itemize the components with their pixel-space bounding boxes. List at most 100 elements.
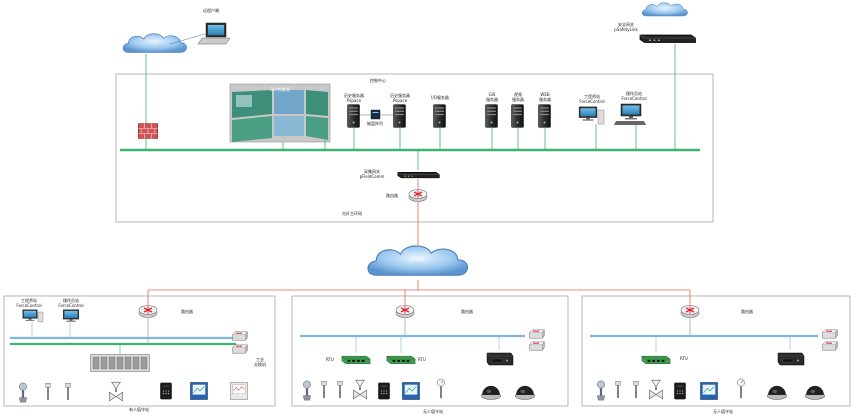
station-3-camera-1 bbox=[766, 385, 788, 400]
comm-gateway-device[interactable] bbox=[397, 171, 440, 179]
eng-station-label-2: ForceControl bbox=[579, 99, 605, 104]
station-1-pressure-sensor bbox=[18, 382, 28, 403]
remote-link bbox=[169, 33, 206, 45]
safety-gateway-device[interactable] bbox=[639, 34, 697, 44]
station-2-caption: 无人值守站 bbox=[423, 409, 443, 414]
station-2-switch-b[interactable] bbox=[529, 341, 545, 351]
station-3-switch-a[interactable] bbox=[822, 329, 838, 339]
station-2-rtu-2[interactable] bbox=[386, 355, 416, 365]
station-1-router-label: 路由器 bbox=[181, 309, 193, 314]
station-3-camera-2 bbox=[804, 385, 826, 400]
station-3-router-label: 路由器 bbox=[741, 309, 753, 314]
history-server-1[interactable] bbox=[347, 104, 360, 128]
station-1-plc[interactable] bbox=[90, 354, 150, 372]
station-3-meter bbox=[700, 382, 718, 400]
gis-server-label-2: 服务器 bbox=[486, 97, 498, 102]
station-1-panel bbox=[160, 382, 172, 400]
station-3-router[interactable] bbox=[680, 304, 700, 318]
station-2-camera-2 bbox=[514, 385, 536, 400]
station-2-valve bbox=[352, 379, 368, 400]
station-3-switch-b[interactable] bbox=[822, 341, 838, 351]
station-1-switch-label-2: 交换机 bbox=[254, 362, 266, 367]
station-1-probe-2 bbox=[65, 382, 71, 401]
station-1-op-station[interactable] bbox=[62, 309, 80, 323]
history-server-1-label-1: 历史服务器 bbox=[344, 93, 364, 98]
station-2-switch-a[interactable] bbox=[529, 329, 545, 339]
station-2-router-label: 路由器 bbox=[461, 309, 473, 314]
station-1-meter bbox=[190, 382, 208, 400]
video-server[interactable] bbox=[511, 104, 524, 128]
center-router-label: 路由器 bbox=[386, 193, 398, 198]
station-2-recorder bbox=[436, 378, 446, 399]
station-3-rtu-1[interactable] bbox=[641, 355, 671, 365]
station-1-op-label-2: ForceControl bbox=[58, 303, 84, 308]
eng-station-workstation[interactable] bbox=[578, 106, 605, 125]
remote-user-laptop[interactable] bbox=[197, 22, 231, 45]
station-1-frame bbox=[3, 295, 276, 407]
history-server-1-label-2: Pspace bbox=[346, 98, 362, 103]
station-1-switch-a[interactable] bbox=[232, 331, 248, 341]
station-1-eng-label-2: ForceControl bbox=[16, 303, 42, 308]
safety-gateway-label-1: 安全网关 bbox=[618, 22, 634, 27]
control-center-title: 控制中心 bbox=[370, 78, 386, 83]
station-3-caption: 无人值守站 bbox=[713, 409, 733, 414]
station-1-recorder bbox=[230, 382, 248, 400]
remote-user-label: 远程户端 bbox=[203, 8, 219, 13]
history-server-2-label-1: 历史服务器 bbox=[390, 93, 410, 98]
station-3-dvr[interactable] bbox=[777, 352, 805, 366]
station-3-gauge bbox=[736, 378, 746, 399]
io-server[interactable] bbox=[433, 104, 446, 128]
dlp-video-wall bbox=[229, 83, 331, 143]
station-2-rtu-1[interactable] bbox=[341, 355, 371, 365]
fiber-ring-label: 光纤主环网 bbox=[342, 211, 362, 216]
wan-cloud-label: 光纤环网 bbox=[408, 257, 424, 262]
station-2-dvr[interactable] bbox=[486, 352, 514, 366]
firewall-icon bbox=[137, 123, 159, 139]
video-server-label-1: 视频 bbox=[514, 92, 522, 97]
station-1-eng-station[interactable] bbox=[22, 309, 44, 323]
io-server-label: I/O服务器 bbox=[431, 95, 449, 100]
station-2-camera-1 bbox=[480, 385, 502, 400]
comm-gateway-label-1: 采集网关 bbox=[364, 169, 380, 174]
history-server-2[interactable] bbox=[393, 104, 406, 128]
station-1-op-label-1: 操作员站 bbox=[63, 298, 79, 303]
station-1-probe-1 bbox=[45, 382, 51, 401]
station-1-eng-label-1: 工程师站 bbox=[21, 298, 37, 303]
station-3-rtu-1-label: RTU bbox=[680, 356, 688, 361]
dlp-wall-label: DLP投影墙 bbox=[270, 87, 290, 92]
web-server-label-1: WEB bbox=[540, 92, 550, 97]
safety-gateway-label-2: pSafetyLink bbox=[614, 27, 638, 32]
station-2-router[interactable] bbox=[395, 304, 415, 318]
station-2-rtu-2-label: RTU bbox=[418, 357, 426, 362]
station-3-probe-1 bbox=[615, 380, 621, 399]
wan-red-links bbox=[147, 202, 691, 306]
disk-array[interactable] bbox=[370, 109, 381, 120]
station-1-switch-label-1: 工业 bbox=[256, 357, 264, 362]
op-station-workstation[interactable] bbox=[614, 103, 646, 125]
internet-cloud-right bbox=[642, 2, 688, 17]
station-3-probe-2 bbox=[633, 380, 639, 399]
station-1-caption: 有人值守站 bbox=[129, 407, 149, 412]
station-3-frame bbox=[581, 295, 851, 407]
gis-server[interactable] bbox=[485, 104, 498, 128]
station-1-valve bbox=[108, 381, 124, 402]
station-3-panel bbox=[674, 382, 686, 400]
gis-server-label-1: GIS bbox=[488, 92, 496, 97]
station-3-pressure-sensor bbox=[596, 380, 606, 401]
station-2-panel bbox=[378, 382, 390, 400]
station-2-frame bbox=[291, 295, 569, 407]
web-server[interactable] bbox=[538, 104, 551, 128]
station-2-meter bbox=[402, 382, 420, 400]
center-router[interactable] bbox=[408, 188, 428, 202]
history-server-2-label-2: Pspace bbox=[392, 98, 408, 103]
station-1-switch-b[interactable] bbox=[232, 344, 248, 354]
station-2-probe-1 bbox=[321, 380, 327, 399]
station-1-router[interactable] bbox=[138, 304, 158, 318]
control-center-frame bbox=[115, 73, 714, 223]
op-station-label-1: 操作员站 bbox=[626, 91, 642, 96]
eng-station-label-1: 工程师站 bbox=[584, 94, 600, 99]
disk-array-label: 磁盘阵列 bbox=[367, 121, 383, 126]
internet-cloud-left bbox=[122, 33, 187, 53]
station-3-valve bbox=[648, 379, 664, 400]
